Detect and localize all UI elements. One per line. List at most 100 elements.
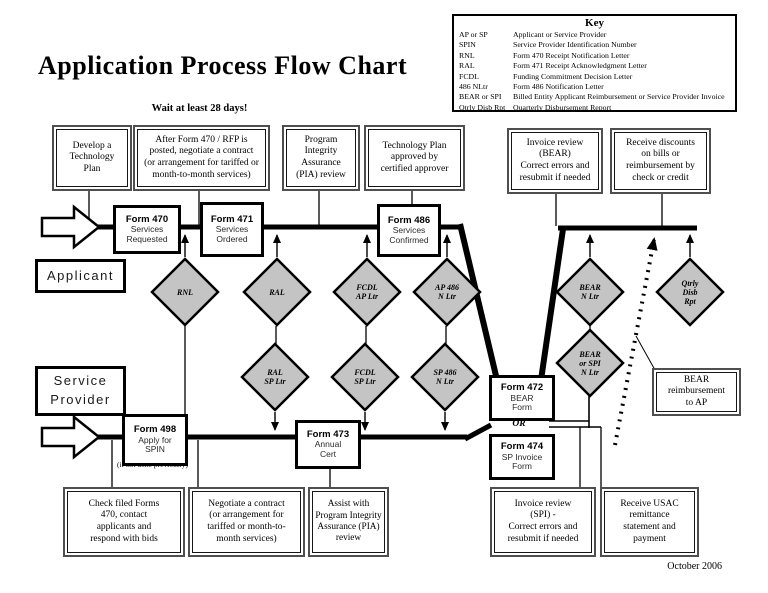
key-abbr: SPIN bbox=[459, 40, 476, 50]
form-473-box: Form 473 Annual Cert bbox=[295, 420, 361, 469]
diamond-shape-qtrly bbox=[655, 257, 725, 327]
key-row: RAL Form 471 Receipt Acknowledgment Lette… bbox=[454, 61, 735, 71]
form-472-box: Form 472 BEAR Form bbox=[489, 375, 555, 421]
key-legend: Key AP or SP Applicant or Service Provide… bbox=[452, 14, 737, 112]
key-row: 486 NLtr Form 486 Notification Letter bbox=[454, 82, 735, 92]
key-row: FCDL Funding Commitment Decision Letter bbox=[454, 72, 735, 82]
box-receive-usac: Receive USAC remittance statement and pa… bbox=[600, 487, 699, 557]
box-text: Negotiate a contract (or arrangement for… bbox=[192, 491, 301, 553]
key-row: AP or SP Applicant or Service Provider bbox=[454, 30, 735, 40]
key-abbr: FCDL bbox=[459, 71, 479, 81]
diamond-label-fcdl-sp: FCDL SP Ltr bbox=[354, 368, 376, 386]
diamond-label-ral: RAL bbox=[269, 288, 285, 297]
form-body: Apply for SPIN bbox=[138, 434, 172, 455]
key-desc: Billed Entity Applicant Reimbursement or… bbox=[513, 92, 725, 102]
key-desc: Form 471 Receipt Acknowledgment Letter bbox=[513, 61, 647, 71]
diamond-shape-bear-spi bbox=[555, 328, 625, 398]
wait-note: Wait at least 28 days! bbox=[151, 103, 248, 114]
box-text: Assist with Program Integrity Assurance … bbox=[312, 491, 385, 553]
diamond-label-bear-n: BEAR N Ltr bbox=[579, 283, 601, 301]
form-body: Services Ordered bbox=[215, 224, 249, 244]
diamond-label-ap486: AP 486 N Ltr bbox=[435, 283, 459, 301]
key-desc: Form 470 Receipt Notification Letter bbox=[513, 50, 630, 60]
diamond-shape-sp486 bbox=[410, 342, 480, 412]
key-abbr: AP or SP bbox=[459, 30, 488, 39]
key-desc: Applicant or Service Provider bbox=[513, 30, 607, 39]
lane-label-service-provider: Service Provider bbox=[35, 366, 126, 416]
form-body: SP Invoice Form bbox=[501, 451, 543, 472]
box-text: Check filed Forms 470, contact applicant… bbox=[67, 491, 181, 553]
key-desc: Quarterly Disbursement Report bbox=[513, 102, 612, 112]
key-row: SPIN Service Provider Identification Numb… bbox=[454, 40, 735, 50]
form-title: Form 498 bbox=[133, 424, 177, 436]
form-title: Form 472 bbox=[500, 382, 544, 394]
box-receive-discounts: Receive discounts on bills or reimbursem… bbox=[610, 128, 711, 194]
box-text: Receive USAC remittance statement and pa… bbox=[604, 491, 695, 553]
box-bear-reimbursement: BEAR reimbursement to AP bbox=[652, 368, 741, 416]
key-abbr: Qtrly Disb Rpt bbox=[459, 102, 506, 112]
box-develop-tech-plan: Develop a Technology Plan bbox=[52, 125, 132, 191]
box-invoice-review-spi: Invoice review (SPI) - Correct errors an… bbox=[490, 487, 596, 557]
lane-label-applicant: Applicant bbox=[35, 259, 126, 293]
form-title: Form 486 bbox=[387, 214, 431, 226]
form-title: Form 473 bbox=[306, 428, 350, 440]
box-tech-plan-approved: Technology Plan approved by certified ap… bbox=[364, 125, 465, 191]
diamond-label-rnl: RNL bbox=[177, 288, 193, 297]
form-body: BEAR Form bbox=[510, 392, 534, 413]
key-title: Key bbox=[585, 17, 604, 29]
box-negotiate-sp: Negotiate a contract (or arrangement for… bbox=[188, 487, 305, 557]
box-text: Invoice review (SPI) - Correct errors an… bbox=[494, 491, 592, 553]
box-invoice-review-bear: Invoice review (BEAR) Correct errors and… bbox=[507, 128, 603, 194]
key-abbr: RNL bbox=[459, 50, 475, 60]
form-486-box: Form 486 Services Confirmed bbox=[377, 204, 441, 257]
box-text: Technology Plan approved by certified ap… bbox=[368, 129, 461, 187]
form-474-box: Form 474 SP Invoice Form bbox=[489, 434, 555, 480]
key-abbr: RAL bbox=[459, 61, 475, 71]
diamond-shape-fcdl-sp bbox=[330, 342, 400, 412]
form-title: Form 474 bbox=[500, 441, 544, 453]
date-label: October 2006 bbox=[667, 561, 722, 572]
box-pia-review: Program Integrity Assurance (PIA) review bbox=[282, 125, 360, 191]
service-provider-timeline-arrow-icon bbox=[40, 414, 102, 460]
diamond-label-fcdl-ap: FCDL AP Ltr bbox=[355, 283, 379, 301]
box-text: Invoice review (BEAR) Correct errors and… bbox=[511, 132, 599, 190]
form-body: Annual Cert bbox=[314, 439, 342, 459]
box-text: Receive discounts on bills or reimbursem… bbox=[614, 132, 707, 190]
diamond-label-qtrly: Qtrly Disb Rpt bbox=[681, 279, 699, 306]
diamond-shape-ap486 bbox=[412, 257, 482, 327]
key-abbr: BEAR or SPI bbox=[459, 92, 502, 102]
key-row: RNL Form 470 Receipt Notification Letter bbox=[454, 51, 735, 61]
diamond-shape-ral-sp bbox=[240, 342, 310, 412]
diamond-shape-ral bbox=[242, 257, 312, 327]
box-assist-pia: Assist with Program Integrity Assurance … bbox=[308, 487, 389, 557]
key-abbr: 486 NLtr bbox=[459, 82, 488, 92]
key-row: BEAR or SPI Billed Entity Applicant Reimb… bbox=[454, 92, 735, 102]
key-row: Qtrly Disb Rpt Quarterly Disbursement Rep… bbox=[454, 103, 735, 113]
form-body: Services Confirmed bbox=[389, 225, 429, 245]
diamond-label-bear-or-spi: BEAR or SPI N Ltr bbox=[579, 350, 601, 377]
key-desc: Funding Commitment Decision Letter bbox=[513, 71, 633, 81]
form-498-box: Form 498 Apply for SPIN bbox=[122, 414, 188, 466]
diamond-shape-fcdl-ap bbox=[332, 257, 402, 327]
key-desc: Service Provider Identification Number bbox=[513, 40, 637, 50]
box-text: After Form 470 / RFP is posted, negotiat… bbox=[137, 129, 266, 187]
box-text: Program Integrity Assurance (PIA) review bbox=[286, 129, 356, 187]
or-label: OR bbox=[512, 419, 526, 429]
form-470-box: Form 470 Services Requested bbox=[113, 205, 181, 254]
form-body: Services Requested bbox=[126, 224, 168, 244]
box-negotiate-contract: After Form 470 / RFP is posted, negotiat… bbox=[133, 125, 270, 191]
form-title: Form 470 bbox=[125, 213, 169, 225]
box-check-filed-forms: Check filed Forms 470, contact applicant… bbox=[63, 487, 185, 557]
applicant-timeline-arrow-icon bbox=[40, 204, 102, 250]
form-471-box: Form 471 Services Ordered bbox=[200, 202, 264, 257]
diamond-label-sp486: SP 486 N Ltr bbox=[433, 368, 457, 386]
page-title: Application Process Flow Chart bbox=[38, 51, 408, 80]
diamond-shape-bear-n bbox=[555, 257, 625, 327]
diamond-shape-rnl bbox=[150, 257, 220, 327]
box-text: Develop a Technology Plan bbox=[56, 129, 128, 187]
box-text: BEAR reimbursement to AP bbox=[656, 372, 737, 412]
diamond-label-ral-sp: RAL SP Ltr bbox=[264, 368, 286, 386]
key-desc: Form 486 Notification Letter bbox=[513, 82, 604, 92]
